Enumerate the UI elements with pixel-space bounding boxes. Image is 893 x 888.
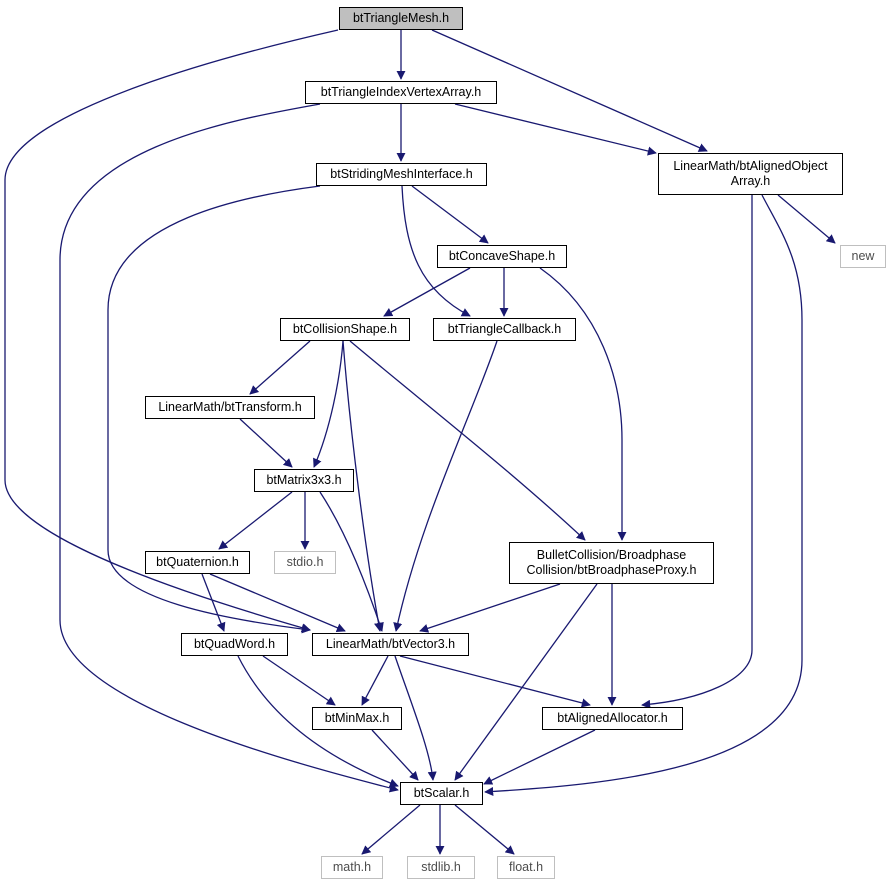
edge-concave-to-proxy <box>539 267 627 541</box>
node-btvector3[interactable]: LinearMath/btVector3.h <box>312 633 469 656</box>
edge-quat-to-vector3 <box>209 573 346 633</box>
edge-colshape-to-transform <box>249 340 311 395</box>
edge-root-to-aoa <box>431 29 708 152</box>
edge-colshape-to-vector3 <box>342 340 383 632</box>
node-btminmax[interactable]: btMinMax.h <box>312 707 402 730</box>
node-btmatrix3x3[interactable]: btMatrix3x3.h <box>254 469 354 492</box>
node-stdio: stdio.h <box>274 551 336 574</box>
node-btquaternion[interactable]: btQuaternion.h <box>145 551 250 574</box>
node-btconcaveshape[interactable]: btConcaveShape.h <box>437 245 567 268</box>
node-btbroadphaseproxy[interactable]: BulletCollision/Broadphase Collision/btB… <box>509 542 714 584</box>
edge-colshape-to-proxy <box>349 340 586 541</box>
edge-tiva-to-aoa <box>454 103 657 156</box>
edge-vector3-to-minmax <box>361 655 389 706</box>
edge-tricb-to-vector3 <box>393 340 498 632</box>
edge-minmax-to-scalar <box>371 729 419 781</box>
node-bttrianglemesh: btTriangleMesh.h <box>339 7 463 30</box>
edge-quadword-to-minmax <box>262 655 336 706</box>
node-btalignedallocator[interactable]: btAlignedAllocator.h <box>542 707 683 730</box>
node-bttransform[interactable]: LinearMath/btTransform.h <box>145 396 315 419</box>
edge-aoa-to-scalar <box>484 194 803 797</box>
edge-aoa-to-new <box>777 194 836 244</box>
node-math: math.h <box>321 856 383 879</box>
edge-quadword-to-scalar <box>237 655 399 788</box>
edge-allocator-to-scalar <box>483 729 596 785</box>
edge-transform-to-matrix <box>239 418 293 468</box>
edge-root-to-vector3 <box>4 29 339 633</box>
edge-matrix-to-quat <box>218 491 293 550</box>
node-btscalar[interactable]: btScalar.h <box>400 782 483 805</box>
node-btstridingmeshinterface[interactable]: btStridingMeshInterface.h <box>316 163 487 186</box>
edge-colshape-to-matrix <box>313 340 344 468</box>
edge-smi-to-tricb <box>401 185 471 317</box>
edge-proxy-to-vector3 <box>419 583 561 633</box>
edge-aoa-to-allocator <box>641 195 753 709</box>
node-stdlib: stdlib.h <box>407 856 475 879</box>
edge-concave-to-colshape <box>383 267 471 317</box>
node-bttriangleindexvertexarray[interactable]: btTriangleIndexVertexArray.h <box>305 81 497 104</box>
node-btquadword[interactable]: btQuadWord.h <box>181 633 288 656</box>
edge-smi-to-vector3 <box>107 185 321 634</box>
node-btcollisionshape[interactable]: btCollisionShape.h <box>280 318 410 341</box>
edge-tiva-to-scalar <box>59 103 399 793</box>
node-new: new <box>840 245 886 268</box>
edge-vector3-to-scalar <box>394 655 437 781</box>
edge-vector3-to-allocator <box>399 655 591 708</box>
node-float: float.h <box>497 856 555 879</box>
edge-quat-to-quadword <box>201 573 226 632</box>
node-btalignedobjectarray[interactable]: LinearMath/btAlignedObject Array.h <box>658 153 843 195</box>
edge-matrix-to-vector3 <box>319 491 384 632</box>
edge-smi-to-concave <box>411 185 489 244</box>
edge-scalar-to-float <box>454 804 515 855</box>
node-bttrianglecallback[interactable]: btTriangleCallback.h <box>433 318 576 341</box>
edge-scalar-to-math <box>361 804 421 855</box>
edge-proxy-to-scalar <box>454 583 598 781</box>
